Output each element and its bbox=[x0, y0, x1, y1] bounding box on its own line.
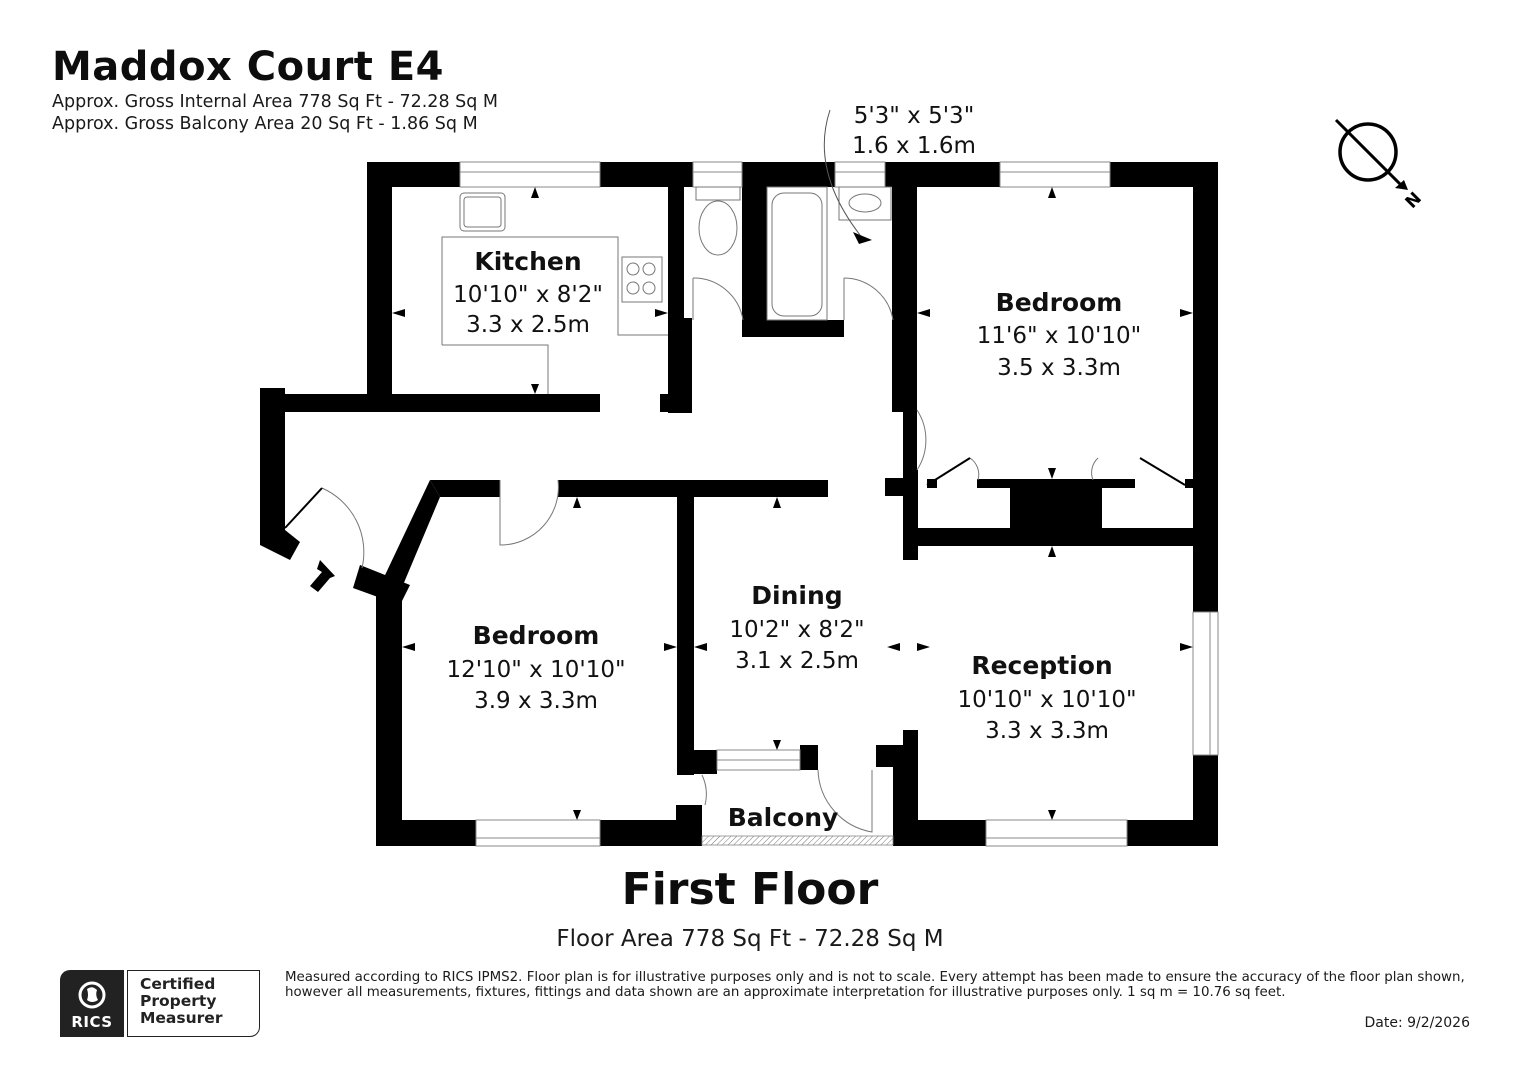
disclaimer: Measured according to RICS IPMS2. Floor … bbox=[285, 970, 1465, 1000]
svg-text:12'10" x 10'10": 12'10" x 10'10" bbox=[446, 657, 625, 683]
room-kitchen: Kitchen 10'10" x 8'2" 3.3 x 2.5m bbox=[453, 247, 603, 338]
rics-certified-badge: RICS Certified Property Measurer bbox=[60, 970, 260, 1037]
fixtures bbox=[441, 109, 892, 394]
compass-label: N bbox=[1402, 189, 1426, 213]
room-dining: Dining 10'2" x 8'2" 3.1 x 2.5m bbox=[729, 581, 864, 674]
plan-date: Date: 9/2/2026 bbox=[1364, 1015, 1470, 1031]
svg-text:Bedroom: Bedroom bbox=[996, 288, 1123, 317]
rics-label: RICS bbox=[71, 1013, 113, 1031]
bathroom-pointer-arrow-icon bbox=[853, 232, 872, 244]
room-bedroom-right: Bedroom 11'6" x 10'10" 3.5 x 3.3m bbox=[977, 288, 1141, 381]
gross-balcony-area: Approx. Gross Balcony Area 20 Sq Ft - 1.… bbox=[52, 114, 478, 134]
windows bbox=[459, 161, 1219, 847]
svg-text:Balcony: Balcony bbox=[728, 803, 839, 832]
balcony-railing bbox=[701, 835, 894, 846]
svg-text:Kitchen: Kitchen bbox=[474, 247, 581, 276]
doors bbox=[321, 277, 1099, 833]
svg-text:Dining: Dining bbox=[751, 581, 842, 610]
svg-text:1.6 x 1.6m: 1.6 x 1.6m bbox=[852, 133, 976, 159]
property-title: Maddox Court E4 bbox=[52, 44, 445, 90]
svg-text:3.1 x 2.5m: 3.1 x 2.5m bbox=[735, 648, 859, 674]
entrance-arrow-icon bbox=[310, 560, 335, 592]
svg-text:11'6" x 10'10": 11'6" x 10'10" bbox=[977, 323, 1141, 349]
svg-text:Reception: Reception bbox=[971, 651, 1112, 680]
walls bbox=[260, 162, 1218, 846]
svg-text:3.9 x 3.3m: 3.9 x 3.3m bbox=[474, 688, 598, 714]
gross-internal-area: Approx. Gross Internal Area 778 Sq Ft - … bbox=[52, 92, 499, 112]
room-balcony: Balcony bbox=[728, 803, 839, 832]
svg-text:3.3 x 2.5m: 3.3 x 2.5m bbox=[466, 312, 590, 338]
badge-line-measurer: Measurer bbox=[140, 1009, 223, 1027]
north-arrow-icon bbox=[1334, 118, 1404, 188]
badge-line-property: Property bbox=[140, 992, 217, 1010]
svg-text:10'10" x 8'2": 10'10" x 8'2" bbox=[453, 282, 603, 308]
room-bathroom: 5'3" x 5'3" 1.6 x 1.6m bbox=[852, 103, 976, 159]
svg-text:5'3" x 5'3": 5'3" x 5'3" bbox=[854, 103, 975, 129]
svg-text:3.3 x 3.3m: 3.3 x 3.3m bbox=[985, 718, 1109, 744]
svg-text:3.5 x 3.3m: 3.5 x 3.3m bbox=[997, 355, 1121, 381]
svg-text:Bedroom: Bedroom bbox=[473, 621, 600, 650]
svg-text:10'2" x 8'2": 10'2" x 8'2" bbox=[729, 617, 864, 643]
floor-area: Floor Area 778 Sq Ft - 72.28 Sq M bbox=[556, 926, 944, 952]
badge-line-certified: Certified bbox=[140, 975, 216, 993]
floor-title: First Floor bbox=[621, 864, 879, 915]
room-bedroom-left: Bedroom 12'10" x 10'10" 3.9 x 3.3m bbox=[446, 621, 625, 714]
dimension-arrows bbox=[392, 187, 1193, 820]
svg-text:10'10" x 10'10": 10'10" x 10'10" bbox=[957, 687, 1136, 713]
room-reception: Reception 10'10" x 10'10" 3.3 x 3.3m bbox=[957, 651, 1136, 744]
rics-lion-logo-icon bbox=[78, 981, 106, 1009]
